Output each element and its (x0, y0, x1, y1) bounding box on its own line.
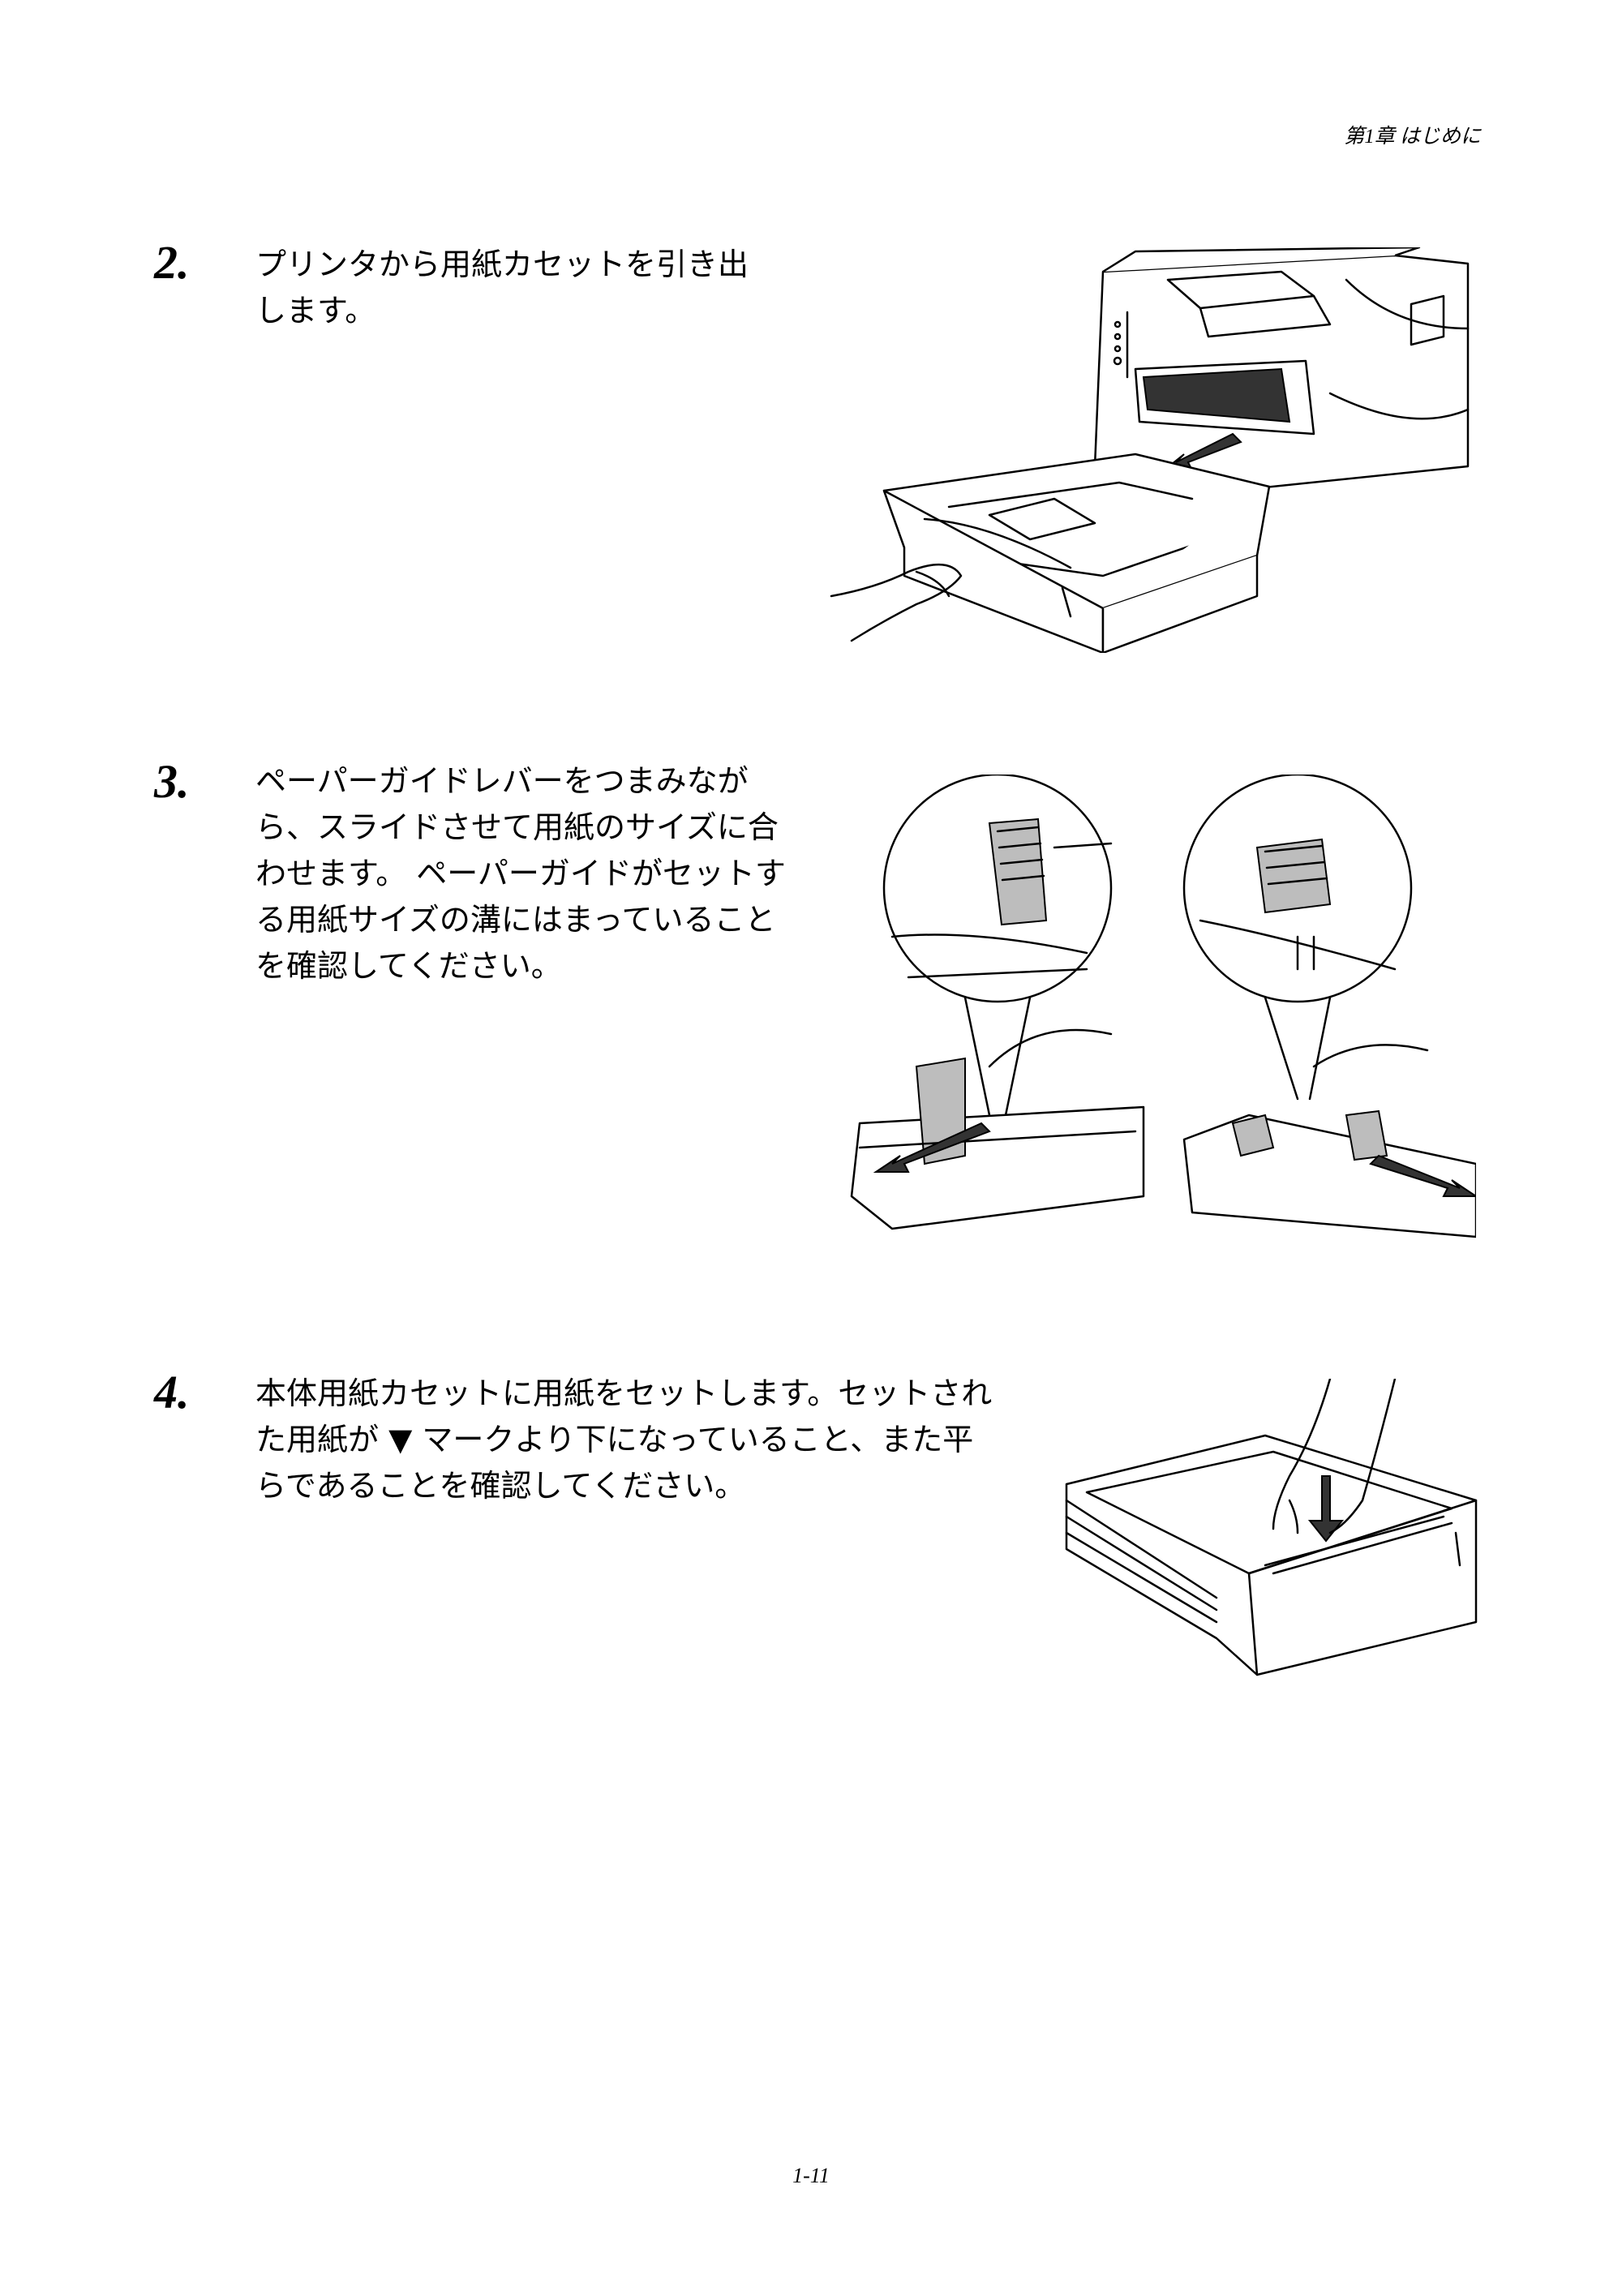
printer-remove-cassette-illustration (827, 247, 1476, 653)
step-2-line: します。 (255, 293, 376, 328)
step-3-line: ら、スライドさせて用紙のサイズに合 (255, 809, 779, 845)
step-4-line: た用紙が ▼ マークより下になっていること、また平 (255, 1422, 974, 1457)
paper-guide-adjust-illustration (843, 775, 1476, 1245)
step-3-text: ペーパーガイドレバーをつまみなが ら、スライドさせて用紙のサイズに合 わせます。… (255, 758, 786, 989)
running-header: 第1章 はじめに (1344, 126, 1481, 148)
load-paper-illustration (1054, 1379, 1484, 1687)
step-3-line: ペーパーガイドレバーをつまみなが (255, 763, 749, 799)
step-4-line: 本体用紙カセットに用紙をセットします。セットされ (255, 1375, 993, 1411)
step-3-number: 3. (154, 755, 190, 808)
page-number: 1-11 (792, 2164, 830, 2187)
step-2-line: プリンタから用紙カセットを引き出 (255, 247, 749, 282)
step-2-text: プリンタから用紙カセットを引き出 します。 (255, 242, 749, 334)
step-3-line: わせます。 ペーパーガイドがセットす (255, 856, 786, 891)
step-4-line: らであることを確認してください。 (255, 1468, 746, 1504)
step-4-text: 本体用紙カセットに用紙をセットします。セットされ た用紙が ▼ マークより下にな… (255, 1371, 992, 1509)
step-4-number: 4. (154, 1366, 190, 1418)
step-2-number: 2. (154, 236, 190, 289)
step-3-line: る用紙サイズの溝にはまっていること (255, 902, 776, 938)
step-3-line: を確認してください。 (255, 948, 562, 984)
